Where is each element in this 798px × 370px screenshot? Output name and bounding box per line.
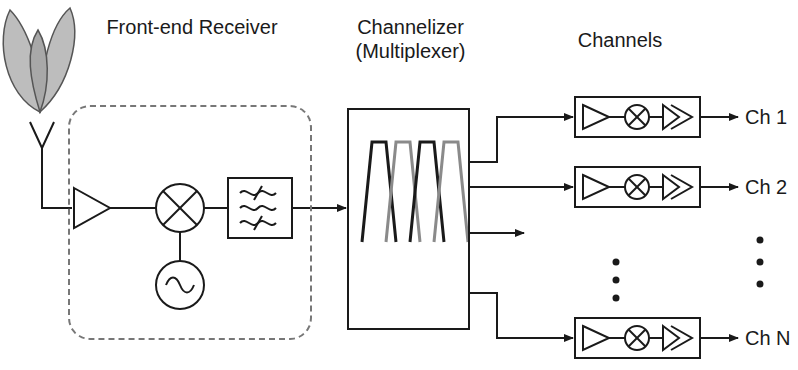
filter-bank-symbol — [362, 142, 468, 242]
antenna-symbol — [30, 122, 72, 208]
ellipsis-dots — [613, 237, 764, 302]
channel-label: Ch 2 — [745, 175, 787, 199]
oscillator-symbol — [156, 261, 204, 309]
receiver-region: Front-end Receiver — [68, 105, 312, 340]
channel-routing — [470, 117, 738, 338]
channel-chain — [575, 97, 700, 137]
node-heading: Front-end Receiver — [102, 15, 282, 39]
channel-chain — [575, 167, 700, 207]
antenna-beam — [3, 8, 74, 112]
mixer-symbol — [156, 184, 204, 232]
channel-label: Ch N — [745, 326, 791, 350]
filter-symbol — [228, 178, 292, 238]
signal-arrow — [312, 207, 346, 209]
amplifier-symbol — [74, 188, 110, 228]
channel-label: Ch 1 — [745, 105, 787, 129]
section-heading: Channels — [578, 28, 663, 52]
channelizer-box: Channelizer (Multiplexer) — [347, 108, 470, 330]
node-heading: Channelizer (Multiplexer) — [304, 15, 517, 63]
channel-chain — [575, 318, 700, 358]
